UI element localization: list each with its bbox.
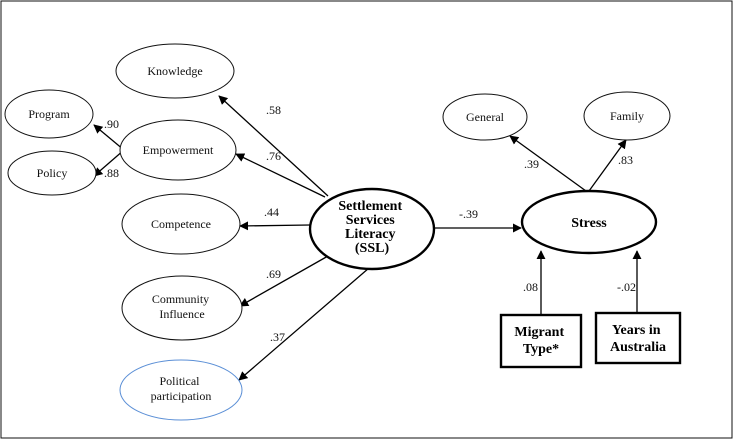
node-stress: Stress [520,189,658,255]
arrow-emp-policy [93,149,125,177]
node-ssl-label-line2: Services [346,213,396,228]
svg-text:Stress: Stress [571,216,607,231]
arrow-emp-program [93,124,125,151]
node-ssl-label-line1: Settlement [338,199,402,214]
edge-label-emp-policy: .88 [104,166,119,180]
node-family: Family [583,91,671,141]
node-empowerment-label: Empowerment [143,143,214,157]
node-program-label: Program [28,107,70,121]
svg-text:Years in Australia: Years in Australia [610,323,666,355]
arrow-ssl-empowerment [235,153,326,198]
node-program: Program [4,89,94,139]
svg-text:Migrant Type*: Migrant Type* [514,325,567,357]
node-ssl: Settlement Services Literacy (SSL) [308,187,436,271]
svg-text:Competence: Competence [151,217,211,231]
svg-text:Program: Program [28,107,70,121]
arrow-ssl-competence [239,221,311,231]
node-stress-label: Stress [571,216,607,231]
node-policy: Policy [7,150,97,196]
svg-text:Knowledge: Knowledge [147,64,202,78]
edge-label-ssl-community: .69 [266,267,281,281]
node-ssl-label-line3: Literacy [345,227,396,242]
edge-label-stress-general: .39 [524,157,539,171]
node-general: General [442,93,528,141]
edge-label-ssl-empowerment: .76 [266,149,281,163]
node-community-label-line2: Influence [159,307,204,321]
edge-label-migrant-stress: .08 [523,280,538,294]
edge-label-ssl-knowledge: .58 [266,103,281,117]
node-political-label-line1: Political [160,374,201,388]
edge-label-years-stress: -.02 [617,280,636,294]
node-political-label-line2: participation [151,389,212,403]
edge-label-stress-family: .83 [618,153,633,167]
node-years-label-line1: Years in [612,323,661,338]
arrow-ssl-political [238,267,370,381]
node-community-influence: Community Influence [121,275,243,341]
arrow-stress-general [509,135,587,192]
node-knowledge: Knowledge [115,43,235,99]
svg-text:Community Influence: Community Influence [152,292,212,321]
edge-label-ssl-political: .37 [270,330,285,344]
svg-text:Political participation: Political participation [151,374,212,403]
node-migrant-type: Migrant Type* [499,313,583,369]
node-empowerment: Empowerment [119,119,237,181]
node-competence: Competence [121,193,241,255]
node-years-label-line2: Australia [610,340,666,355]
edge-label-ssl-competence: .44 [264,205,279,219]
node-migrant-label-line2: Type* [523,342,559,357]
node-community-label-line1: Community [152,292,209,306]
edge-label-emp-program: .90 [104,117,119,131]
arrow-ssl-knowledge [218,95,329,197]
node-general-label: General [466,110,505,124]
edge-label-ssl-stress: -.39 [459,207,478,221]
arrow-stress-family [588,139,627,192]
arrow-ssl-community [239,255,329,307]
node-policy-label: Policy [37,166,68,180]
node-political-participation: Political participation [119,359,243,421]
svg-text:Family: Family [610,109,644,123]
node-knowledge-label: Knowledge [147,64,202,78]
svg-text:Empowerment: Empowerment [143,143,214,157]
node-migrant-label-line1: Migrant [514,325,564,340]
node-family-label: Family [610,109,644,123]
node-competence-label: Competence [151,217,211,231]
node-ssl-label-line4: (SSL) [355,241,390,256]
node-years-in-australia: Years in Australia [594,311,682,365]
svg-text:Policy: Policy [37,166,68,180]
svg-text:General: General [466,110,505,124]
svg-text:Settlement Services: Settlement Services Literacy (SSL) [338,199,405,256]
